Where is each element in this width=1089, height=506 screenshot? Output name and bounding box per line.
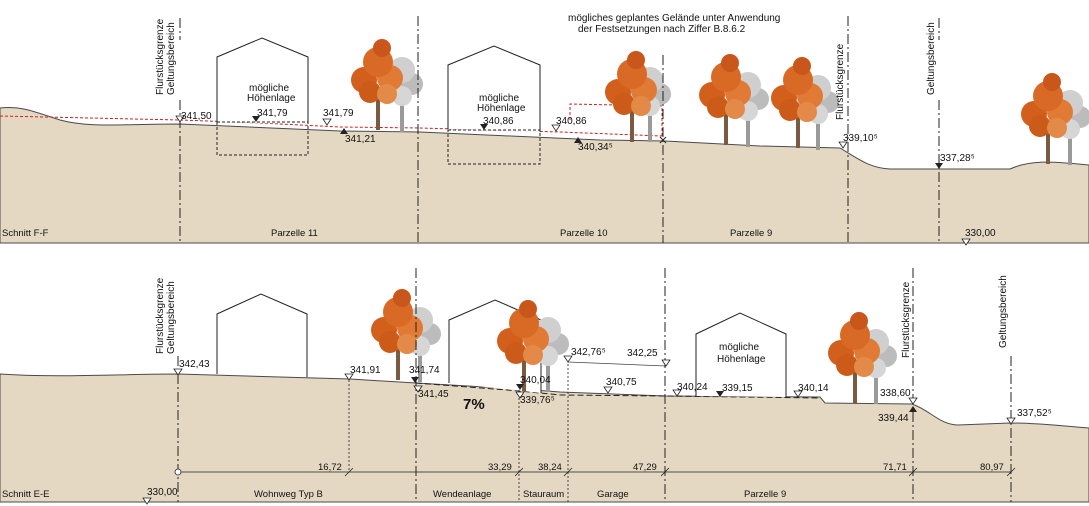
house-label: Höhenlage	[477, 103, 526, 114]
house-label: mögliche	[719, 342, 759, 353]
elevation-label: 339,44	[878, 413, 909, 424]
reference-level: 330,00	[965, 228, 996, 239]
elevation-label: 342,76⁵	[571, 347, 606, 358]
elevation-label: 340,75	[606, 377, 637, 388]
zone-label: Wendeanlage	[433, 489, 491, 500]
planned-terrain-note: der Festsetzungen nach Ziffer B.8.6.2	[578, 24, 746, 35]
garage-roof	[567, 361, 667, 367]
basement-outline	[216, 121, 309, 156]
boundary-label: Geltungsbereich	[926, 22, 937, 95]
elevation-label: 342,25	[627, 348, 658, 359]
elevation-label: 342,43	[179, 359, 210, 370]
reference-level: 330,00	[147, 487, 178, 498]
house-label: Höhenlage	[717, 354, 766, 365]
elevation-label: 337,52⁵	[1017, 408, 1052, 419]
house-label: mögliche	[479, 93, 519, 104]
basement-outline	[447, 129, 541, 165]
distance-label: 47,29	[633, 462, 657, 473]
house-outline	[695, 312, 787, 397]
slope-label: 7%	[463, 396, 485, 413]
distance-label: 33,29	[488, 462, 512, 473]
elevation-label: 339,15	[722, 383, 753, 394]
elevation-label: 341,74	[409, 365, 440, 376]
boundary-label: Flurstücksgrenze	[155, 277, 166, 354]
parcel-label: Parzelle 11	[271, 228, 318, 239]
boundary-lines	[177, 268, 1012, 502]
elevation-label: 339,76⁵	[520, 395, 555, 406]
boundary-label: Flurstücksgrenze	[835, 43, 846, 120]
zone-label: Garage	[597, 489, 629, 500]
distance-lines	[348, 360, 569, 502]
elevation-label: 340,04	[520, 375, 551, 386]
section-ff: Flurstücksgrenze Geltungsbereich Flurstü…	[0, 13, 1089, 246]
elevation-label: 340,86	[483, 116, 514, 127]
planned-terrain-line	[415, 382, 821, 399]
elevation-label: 339,10⁵	[843, 133, 878, 144]
planned-terrain-note: mögliches geplantes Gelände unter Anwend…	[568, 13, 780, 24]
house-outline	[447, 45, 541, 132]
boundary-label: Flurstücksgrenze	[155, 18, 166, 95]
house-label: mögliche	[249, 83, 289, 94]
elevation-label: 338,60	[880, 388, 911, 399]
elevation-label: 341,91	[350, 365, 381, 376]
distance-label: 80,97	[980, 462, 1004, 473]
house-outline	[216, 37, 309, 124]
house-outline	[216, 293, 308, 377]
section-title: Schnitt F-F	[2, 228, 49, 239]
elevation-label: 340,14	[798, 383, 829, 394]
elevation-label: 340,86	[556, 116, 587, 127]
boundary-label: Geltungsbereich	[998, 275, 1009, 348]
section-title: Schnitt E-E	[2, 489, 50, 500]
zone-label: Parzelle 9	[744, 489, 786, 500]
boundary-label: Flurstücksgrenze	[901, 281, 912, 358]
distance-label: 71,71	[883, 462, 907, 473]
elevation-label: 341,50	[181, 111, 212, 122]
house-label: Höhenlage	[247, 93, 296, 104]
distance-label: 38,24	[538, 462, 562, 473]
parcel-label: Parzelle 10	[560, 228, 608, 239]
elevation-label: 341,79	[323, 108, 354, 119]
elevation-label: 340,34⁵	[578, 142, 613, 153]
ground-fill	[0, 373, 1089, 503]
elevation-label: 340,24	[677, 382, 708, 393]
section-ee: Flurstücksgrenze Geltungsbereich Flurstü…	[0, 268, 1089, 505]
elevation-label: 337,28⁵	[940, 153, 975, 164]
elevation-label: 341,45	[418, 389, 449, 400]
parcel-label: Parzelle 9	[730, 228, 772, 239]
elevation-label: 341,21	[345, 134, 376, 145]
ground-fill	[0, 107, 1089, 244]
elevation-label: 341,79	[257, 108, 288, 119]
distance-label: 16,72	[318, 462, 342, 473]
boundary-lines	[179, 16, 940, 243]
zone-label: Stauraum	[523, 489, 564, 500]
zone-label: Wohnweg Typ B	[254, 489, 323, 500]
boundary-label: Geltungsbereich	[166, 22, 177, 95]
boundary-label: Geltungsbereich	[166, 281, 177, 354]
